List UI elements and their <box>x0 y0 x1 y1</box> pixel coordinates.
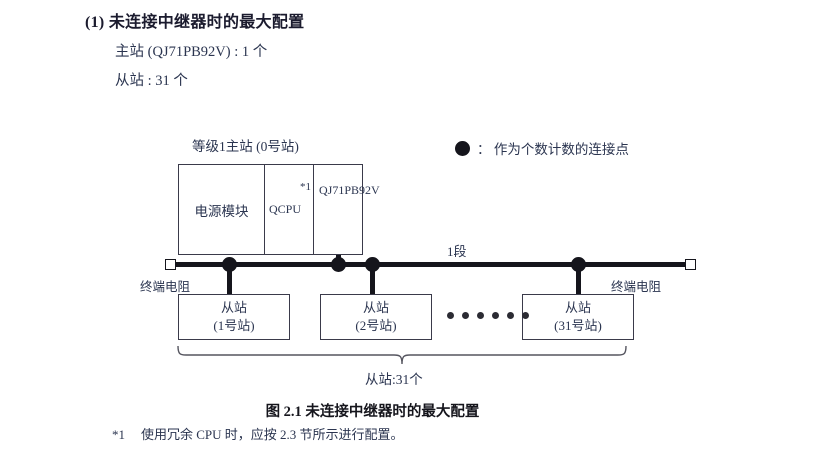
terminator-right-icon <box>685 259 696 270</box>
slave-31-name: 从站 <box>564 300 591 316</box>
ellipsis-dots <box>447 312 529 319</box>
legend: ： 作为个数计数的连接点 <box>455 138 629 158</box>
slave-31-station: (31号站) <box>554 318 602 333</box>
page-title: (1) 未连接中继器时的最大配置 <box>85 14 305 31</box>
slave-1-name: 从站 <box>220 300 247 316</box>
slave-2-name: 从站 <box>362 300 389 316</box>
qj71-line-2: PB92V <box>344 183 380 197</box>
slave-count-brace <box>177 345 627 365</box>
connection-dot-slave-2 <box>365 257 380 272</box>
terminator-left-icon <box>165 259 176 270</box>
footnote-text: 使用冗余 CPU 时，应按 2.3 节所示进行配置。 <box>141 427 404 442</box>
slave-2-station: (2号站) <box>355 318 397 333</box>
legend-label: ： 作为个数计数的连接点 <box>477 142 629 157</box>
rack-cell-qcpu: QCPU <box>265 165 314 254</box>
drop-line-slave-1 <box>227 262 232 294</box>
connection-dot-master <box>331 257 346 272</box>
slave-station-box-2: 从站 (2号站) <box>320 294 432 340</box>
drop-line-slave-31 <box>576 262 581 294</box>
connection-point-icon <box>455 140 470 156</box>
slave-station-box-1: 从站 (1号站) <box>178 294 290 340</box>
spec-line-master: 主站 (QJ71PB92V) : 1 个 <box>115 44 268 60</box>
master-rack-label: 等级1主站 (0号站) <box>192 139 299 154</box>
terminator-right-label: 终端电阻 <box>611 280 662 294</box>
bus-trunk-line <box>170 262 690 267</box>
slave-count-label: 从站:31个 <box>365 372 423 387</box>
master-rack: 电源模块 QCPU *1 QJ71 PB92V <box>178 164 380 255</box>
segment-label: 1段 <box>447 244 467 259</box>
heading-block: (1) 未连接中继器时的最大配置 主站 (QJ71PB92V) : 1 个 从站… <box>85 8 705 90</box>
ellipsis-dot <box>477 312 484 319</box>
ellipsis-dot <box>492 312 499 319</box>
connection-dot-slave-31 <box>571 257 586 272</box>
slave-1-station: (1号站) <box>213 318 255 333</box>
terminator-left-label: 终端电阻 <box>140 280 191 294</box>
ellipsis-dot <box>462 312 469 319</box>
figure-caption: 图 2.1 未连接中继器时的最大配置 <box>265 404 480 420</box>
rack-cell-qj71-pb92v: QJ71 PB92V <box>314 165 380 254</box>
rack-cell-power-module: 电源模块 <box>179 165 265 254</box>
qj71-line-1: QJ71 <box>319 183 345 197</box>
qcpu-footnote-marker: *1 <box>300 181 311 193</box>
slave-station-box-31: 从站 (31号站) <box>522 294 634 340</box>
ellipsis-dot <box>447 312 454 319</box>
spec-line-slave: 从站 : 31 个 <box>115 73 188 89</box>
footnote: *1 使用冗余 CPU 时，应按 2.3 节所示进行配置。 <box>112 424 404 443</box>
connection-dot-slave-1 <box>222 257 237 272</box>
ellipsis-dot <box>507 312 514 319</box>
ellipsis-dot <box>522 312 529 319</box>
drop-line-slave-2 <box>370 262 375 294</box>
footnote-marker: *1 <box>112 427 125 442</box>
